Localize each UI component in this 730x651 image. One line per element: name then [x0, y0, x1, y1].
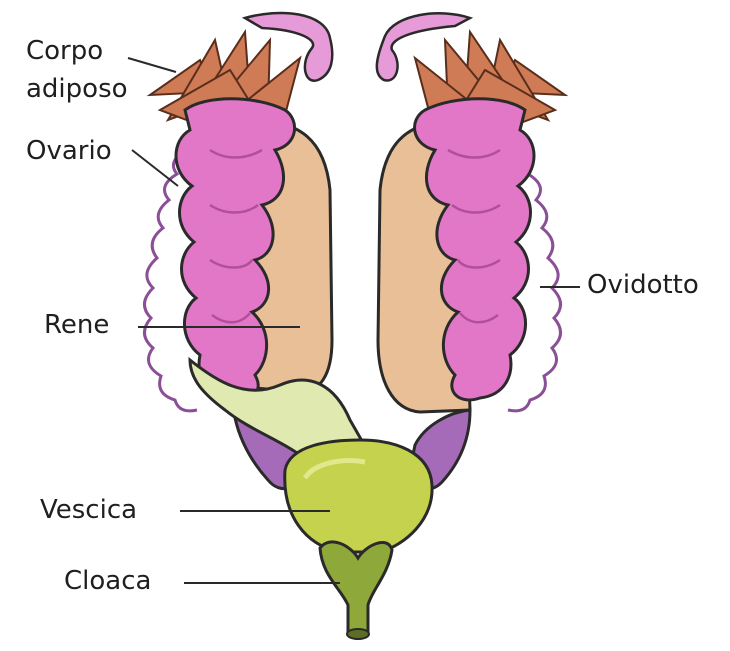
label-rene: Rene: [44, 310, 109, 340]
leader-corpo-adiposo: [128, 58, 176, 72]
label-corpo-adiposo-line2: adiposo: [26, 74, 128, 104]
cloaca-opening: [347, 629, 369, 639]
cloaca: [320, 542, 392, 633]
label-corpo-adiposo-line1: Corpo: [26, 36, 103, 66]
bladder: [285, 440, 432, 552]
label-cloaca: Cloaca: [64, 566, 151, 596]
leader-ovario: [132, 150, 178, 186]
label-vescica: Vescica: [40, 495, 137, 525]
label-ovidotto: Ovidotto: [587, 270, 699, 300]
label-ovario: Ovario: [26, 136, 112, 166]
